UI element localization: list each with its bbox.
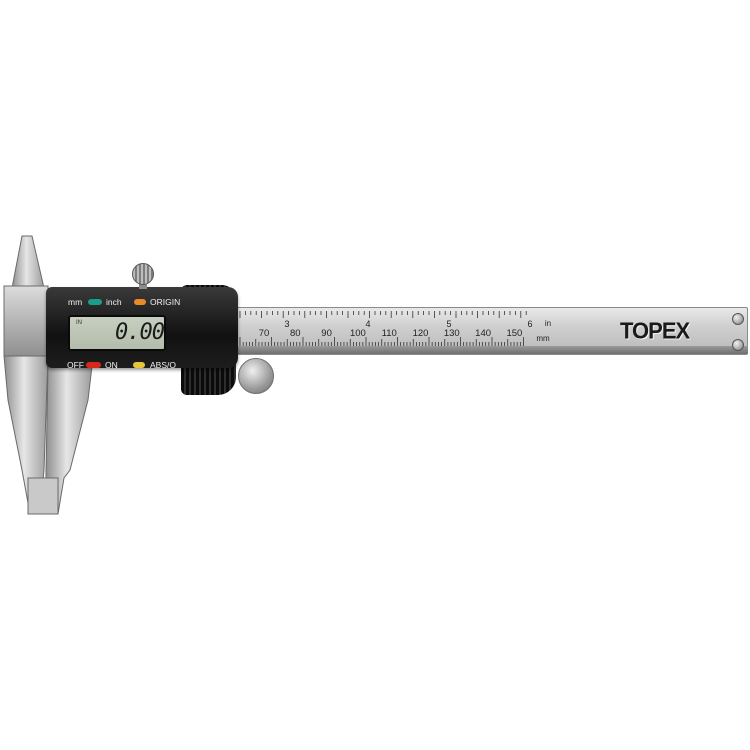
- origin-button[interactable]: [134, 299, 146, 305]
- lcd-unit-tag: IN: [76, 320, 82, 326]
- beam-bevel: [150, 346, 748, 354]
- lcd-reading: 0.00: [115, 320, 165, 345]
- mm-tick-label: 70: [259, 328, 270, 339]
- inch-tick-label: 3: [284, 319, 289, 329]
- mm-tick-label: 120: [413, 328, 429, 339]
- inch-tick-label: 4: [365, 319, 370, 329]
- inch-label: inch: [106, 297, 122, 307]
- mm-tick-label: 80: [290, 328, 301, 339]
- mm-tick-label: 110: [382, 328, 397, 339]
- fixed-jaw-head: [3, 285, 49, 357]
- jaw-tip: [27, 477, 59, 515]
- inch-tick-label: 5: [446, 319, 451, 329]
- on-off-button[interactable]: [86, 362, 101, 368]
- lock-screw-stem: [139, 281, 147, 289]
- thumb-roller[interactable]: [238, 358, 274, 394]
- lock-screw-knob[interactable]: [132, 263, 154, 285]
- mm-tick-label: 100: [350, 328, 366, 339]
- lcd-display: [68, 315, 166, 351]
- inch-tick-label: 6: [527, 319, 532, 329]
- mm-tick-label: 150: [506, 328, 522, 339]
- brand-logo: TOPEX: [620, 317, 690, 344]
- beam-screw-top: [732, 313, 744, 325]
- inch-unit-label: in: [545, 319, 551, 328]
- abs-zero-button[interactable]: [133, 362, 145, 368]
- on-label: ON: [105, 360, 118, 370]
- abs-label: ABS/O: [150, 360, 176, 370]
- mm-label: mm: [68, 297, 83, 307]
- mm-unit-label: mm: [536, 334, 550, 343]
- mm-tick-label: 140: [475, 328, 491, 339]
- mm-inch-button[interactable]: [88, 299, 102, 305]
- mm-tick-label: 90: [321, 328, 332, 339]
- beam-screw-bottom: [732, 339, 744, 351]
- mm-tick-label: 130: [444, 328, 460, 339]
- off-label: OFF: [67, 360, 84, 370]
- origin-label: ORIGIN: [150, 297, 181, 307]
